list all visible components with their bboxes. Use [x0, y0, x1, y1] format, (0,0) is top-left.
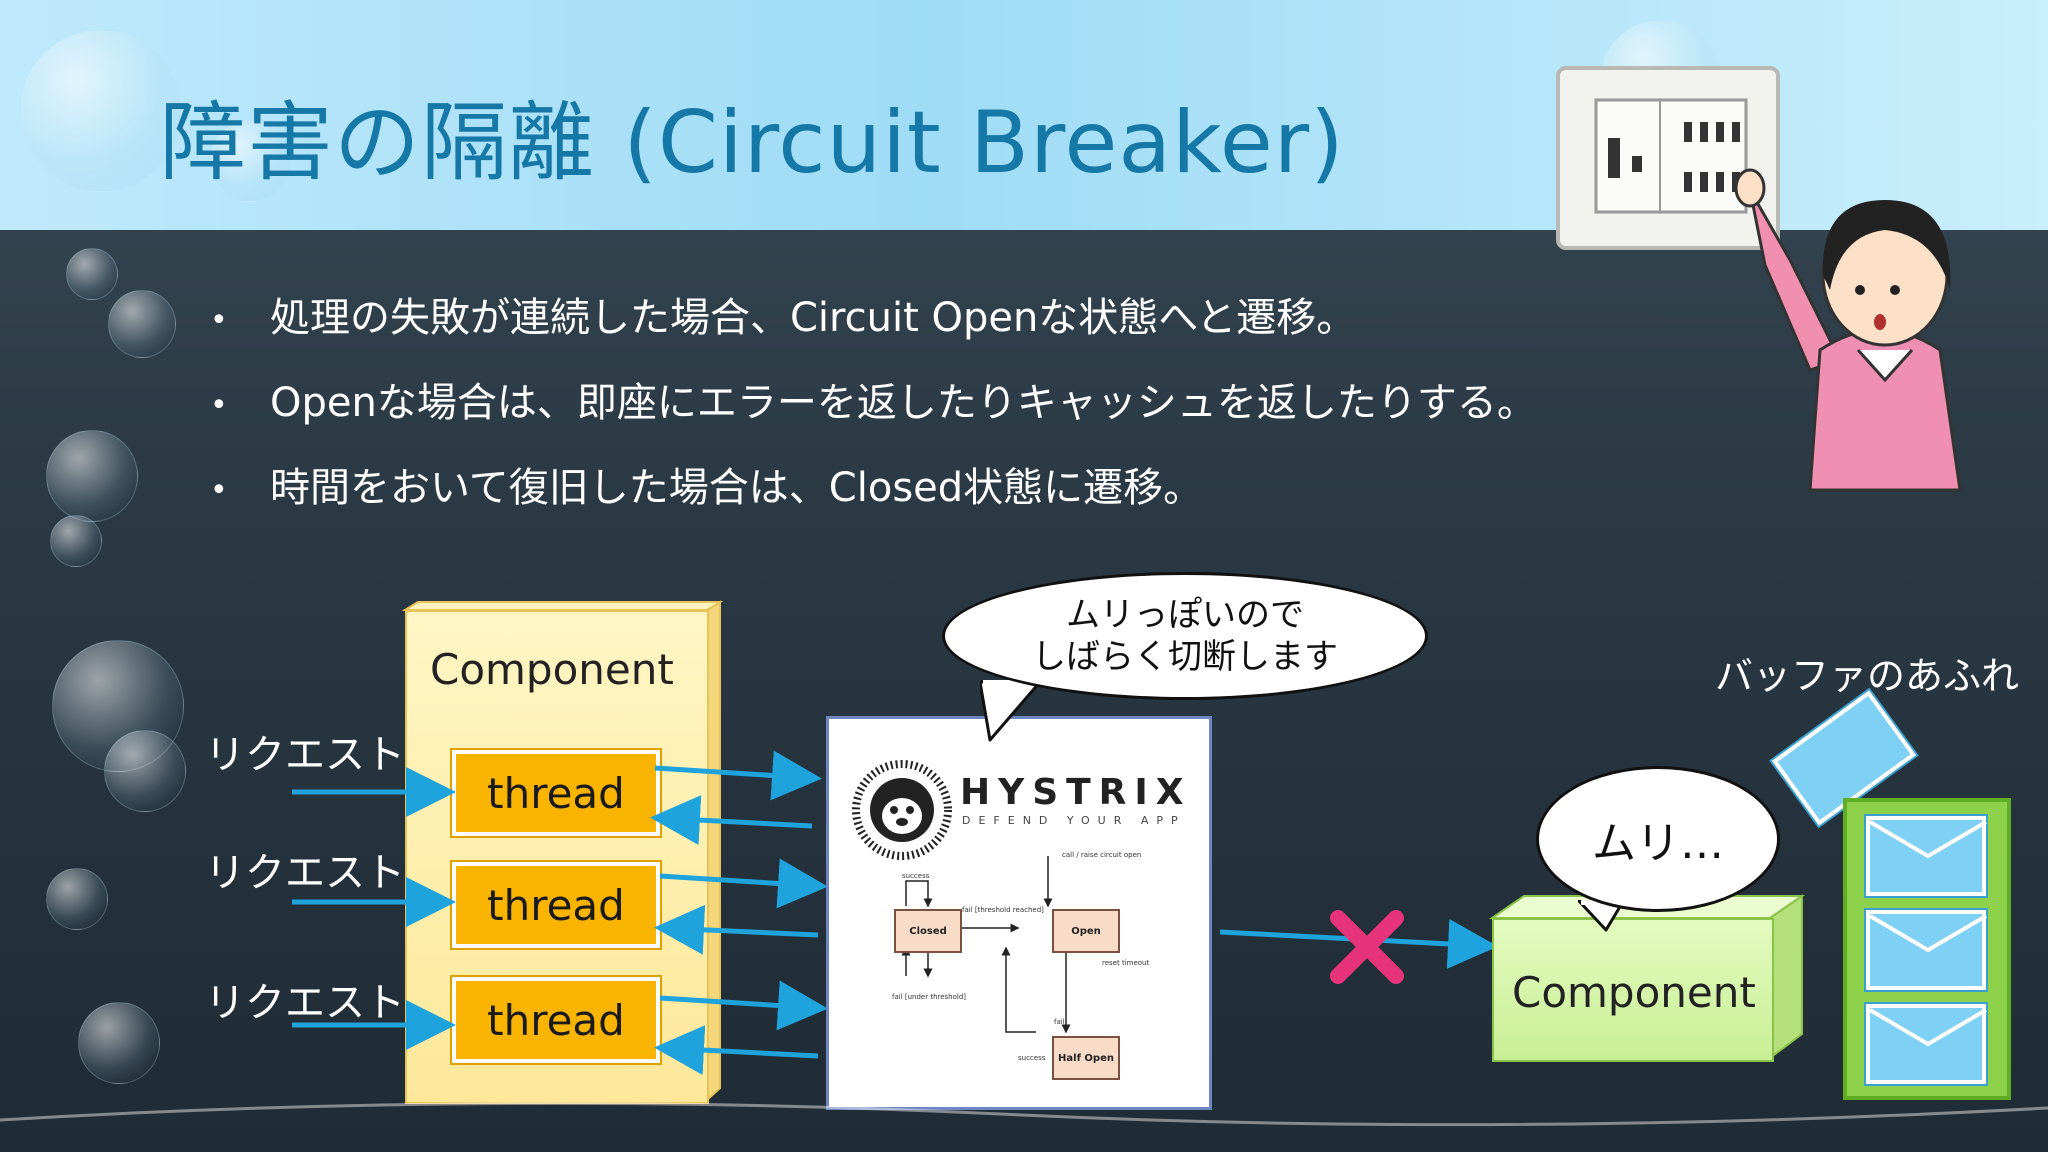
state-half-open: Half Open [1052, 1036, 1120, 1080]
water-bubble-decoration [108, 290, 176, 358]
transition-label: success [902, 872, 930, 880]
bullet-item: • Openな場合は、即座にエラーを返したりキャッシュを返したりする。 [210, 370, 1537, 428]
speech-bubble-hystrix: ムリっぽいので しばらく切断します [942, 572, 1428, 700]
x-mark-icon [1330, 910, 1404, 984]
request-label: リクエスト [205, 732, 405, 778]
request-label: リクエスト [205, 980, 405, 1026]
transition-label: success [1018, 1054, 1046, 1062]
transition-label: reset timeout [1102, 959, 1150, 967]
target-component-label: Component [1512, 968, 1756, 1017]
bullet-text: 処理の失敗が連続した場合、Circuit Openな状態へと遷移。 [270, 295, 1357, 341]
hystrix-tagline: DEFEND YOUR APP [962, 814, 1186, 827]
water-bubble-decoration [50, 515, 102, 567]
water-bubble-decoration [104, 730, 186, 812]
speech-bubble-component: ムリ… [1536, 766, 1780, 912]
bullet-marker: • [210, 472, 228, 508]
breaker-illustration [1556, 66, 1962, 492]
state-closed: Closed [894, 909, 962, 953]
component-label: Component [430, 645, 674, 694]
transition-label: call / raise circuit open [1062, 851, 1142, 859]
water-bubble-decoration [78, 1002, 160, 1084]
transition-label: fail [under threshold] [892, 993, 967, 1001]
speech-line: しばらく切断します [1032, 637, 1338, 677]
water-bubble-decoration [210, 120, 292, 202]
bullet-marker: • [210, 302, 228, 338]
hystrix-logo-text: HYSTRIX [960, 772, 1192, 813]
bullet-item: • 処理の失敗が連続した場合、Circuit Openな状態へと遷移。 [210, 285, 1356, 343]
slide-title: 障害の隔離 (Circuit Breaker) [160, 93, 1345, 193]
thread-box: thread [452, 977, 660, 1063]
thread-box: thread [452, 750, 660, 836]
water-bubble-decoration [66, 248, 118, 300]
transition-label: fail [1054, 1018, 1065, 1026]
water-bubble-decoration [46, 430, 138, 522]
mail-flap-lines [1868, 820, 1988, 1047]
state-diagram-lines [901, 856, 1071, 1034]
bullet-text: 時間をおいて復旧した場合は、Closed状態に遷移。 [270, 465, 1204, 511]
transition-label: fail [threshold reached] [962, 906, 1044, 914]
hystrix-porcupine-icon [852, 760, 952, 860]
water-bubble-decoration [20, 30, 182, 192]
speech-line: ムリっぽいので [1066, 595, 1304, 635]
speech-tail [980, 680, 1042, 742]
bottom-wave-decoration [0, 1101, 2048, 1127]
bullet-marker: • [210, 387, 228, 423]
request-label: リクエスト [205, 850, 405, 896]
water-bubble-decoration [46, 868, 108, 930]
bullet-item: • 時間をおいて復旧した場合は、Closed状態に遷移。 [210, 455, 1203, 513]
state-open: Open [1052, 909, 1120, 953]
target-component-box [1492, 918, 1774, 1062]
bullet-text: Openな場合は、即座にエラーを返したりキャッシュを返したりする。 [270, 380, 1537, 426]
